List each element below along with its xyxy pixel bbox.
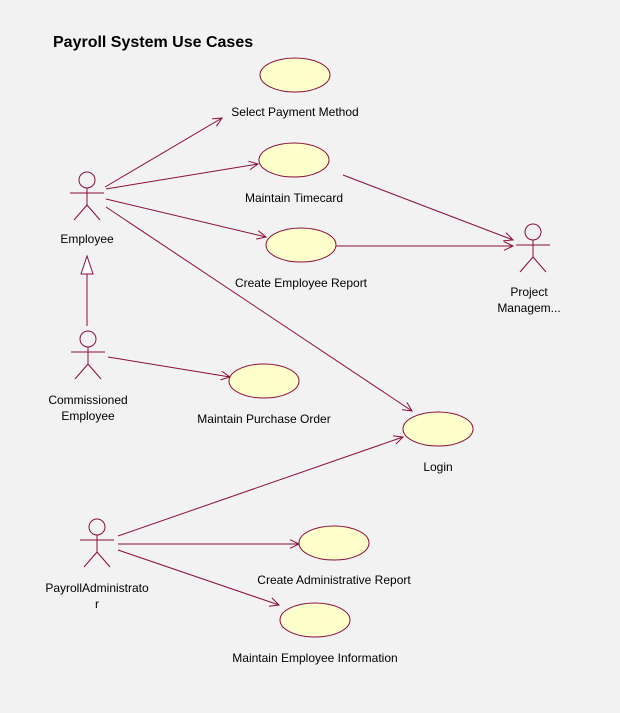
connections	[80, 117, 515, 607]
association-commissioned-to-purchase-order	[107, 356, 232, 381]
actor-right-leg	[532, 256, 547, 273]
association-line	[105, 163, 259, 190]
use-case-ellipse[interactable]	[258, 142, 330, 178]
stick-figure-icon[interactable]	[80, 518, 114, 568]
actor-left-leg	[83, 551, 98, 568]
arrowhead	[269, 597, 281, 607]
arrowhead	[393, 435, 405, 445]
actor-head	[524, 223, 542, 241]
association-line	[117, 436, 404, 537]
actor-pm[interactable]: ProjectManagem...	[497, 223, 561, 315]
stick-figure-icon[interactable]	[516, 223, 550, 273]
stick-figure-icon[interactable]	[70, 171, 104, 221]
association-line	[105, 198, 267, 238]
use-case-label: Maintain Purchase Order	[197, 412, 330, 426]
use-case-ellipse[interactable]	[402, 411, 474, 447]
generalization-commissioned-to-employee	[80, 254, 94, 326]
actor-admin[interactable]: PayrollAdministrato r	[45, 518, 149, 611]
use-case-label: Login	[423, 460, 452, 474]
association-line	[342, 174, 514, 241]
use-case-ellipse[interactable]	[228, 363, 300, 399]
association-admin-to-admin-report	[118, 539, 301, 549]
generalization-arrowhead	[80, 254, 94, 275]
actor-label: Commissioned	[48, 393, 127, 407]
actor-label: r	[95, 597, 99, 611]
actor-left-leg	[519, 256, 534, 273]
actor-label: PayrollAdministrato	[45, 581, 149, 595]
association-admin-to-login	[117, 435, 405, 537]
actor-employee[interactable]: Employee	[60, 171, 114, 246]
use-case-select-payment[interactable]: Select Payment Method	[231, 57, 359, 119]
use-case-emp-info[interactable]: Maintain Employee Information	[232, 602, 398, 665]
actor-left-leg	[73, 204, 88, 221]
association-employee-to-login	[105, 206, 413, 412]
association-employee-to-emp-report	[105, 198, 268, 240]
use-case-login[interactable]: Login	[402, 411, 474, 474]
arrowhead	[502, 232, 515, 242]
association-line	[105, 206, 413, 412]
association-admin-to-emp-info	[117, 549, 281, 607]
use-case-label: Create Employee Report	[235, 276, 368, 290]
use-case-emp-report[interactable]: Create Employee Report	[235, 227, 368, 290]
association-timecard-to-pm	[342, 174, 515, 242]
arrowhead	[402, 402, 413, 412]
use-case-label: Create Administrative Report	[257, 573, 411, 587]
use-case-ellipse[interactable]	[298, 525, 370, 561]
use-case-purchase-order[interactable]: Maintain Purchase Order	[197, 363, 331, 426]
actors: EmployeeCommissionedEmployeePayrollAdmin…	[45, 171, 561, 611]
arrowhead	[256, 230, 268, 240]
actor-label: Employee	[61, 409, 115, 423]
actor-head	[78, 171, 96, 189]
actor-right-leg	[86, 204, 101, 221]
use-case-timecard[interactable]: Maintain Timecard	[245, 142, 343, 205]
use-case-label: Select Payment Method	[231, 105, 358, 119]
arrowhead	[503, 241, 515, 251]
association-line	[107, 356, 231, 378]
arrowhead	[248, 160, 260, 171]
use-case-ellipse[interactable]	[265, 227, 337, 263]
association-employee-to-select-payment	[104, 117, 223, 188]
actor-right-leg	[96, 551, 111, 568]
use-case-ellipse[interactable]	[279, 602, 351, 638]
diagram-title: Payroll System Use Cases	[53, 34, 253, 51]
arrowhead	[211, 117, 223, 127]
use-case-ellipse[interactable]	[259, 57, 331, 93]
use-case-label: Maintain Timecard	[245, 191, 343, 205]
actor-head	[79, 330, 97, 348]
actor-right-leg	[87, 363, 102, 380]
use-case-admin-report[interactable]: Create Administrative Report	[257, 525, 411, 587]
association-emp-report-to-pm	[336, 241, 515, 251]
association-line	[117, 549, 280, 606]
actor-label: Employee	[60, 232, 114, 246]
actor-head	[88, 518, 106, 536]
actor-label: Project	[510, 285, 548, 299]
actor-label: Managem...	[497, 301, 560, 315]
actor-left-leg	[74, 363, 89, 380]
stick-figure-icon[interactable]	[71, 330, 105, 380]
association-line	[104, 117, 223, 188]
association-employee-to-timecard	[105, 160, 260, 190]
use-case-label: Maintain Employee Information	[232, 651, 397, 665]
